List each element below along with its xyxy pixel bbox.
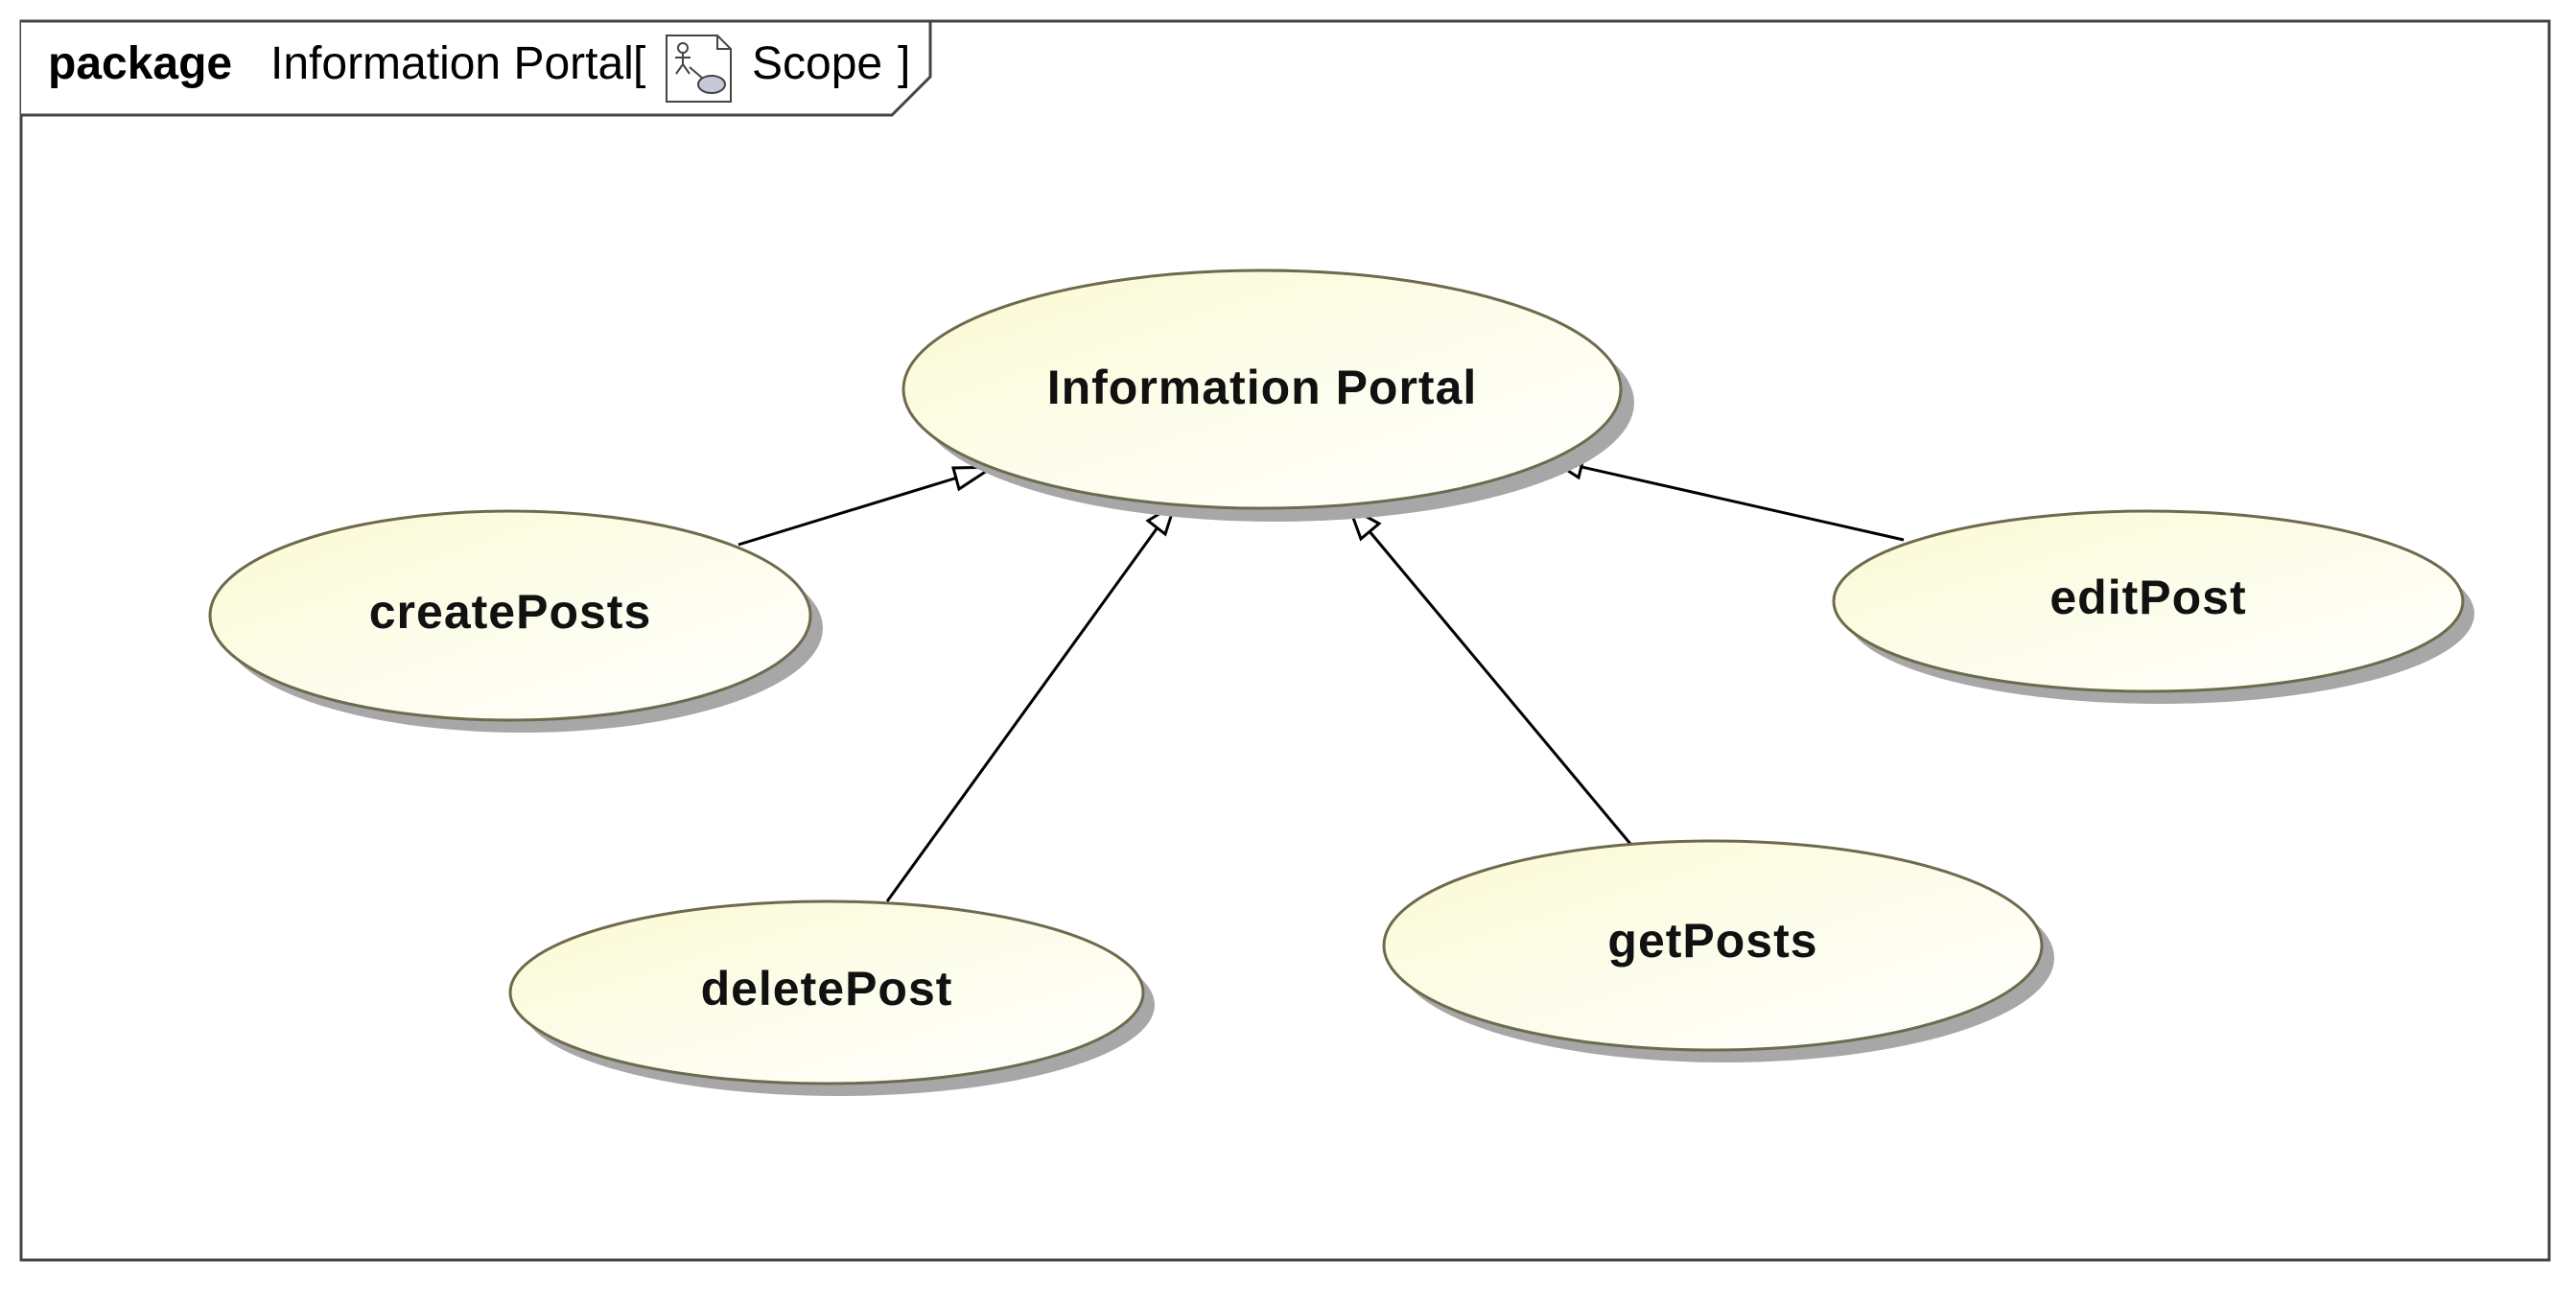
generalization-createPosts[interactable] [738, 465, 998, 547]
use-case-getPosts[interactable]: getPosts [1382, 839, 2054, 1062]
frame-close-bracket: ] [898, 38, 910, 89]
use-case-label: createPosts [369, 585, 652, 639]
use-case-createPosts[interactable]: createPosts [208, 509, 823, 733]
use-case-editPost[interactable]: editPost [1832, 509, 2474, 704]
use-case-label: deletePost [701, 962, 953, 1015]
use-case-label: Information Portal [1047, 361, 1478, 414]
use-case-diagram-icon [666, 35, 732, 103]
use-case-information-portal[interactable]: Information Portal [902, 268, 1634, 522]
use-case-label: getPosts [1607, 914, 1817, 968]
use-case-deletePost[interactable]: deletePost [508, 899, 1155, 1096]
generalization-arrowhead [951, 465, 998, 492]
frame-keyword: package [48, 38, 232, 89]
frame-open-bracket: [ [633, 38, 645, 89]
frame-diagram-type: Scope [752, 38, 882, 89]
frame-name: Information Portal [270, 38, 634, 89]
use-case-label: editPost [2049, 571, 2246, 624]
